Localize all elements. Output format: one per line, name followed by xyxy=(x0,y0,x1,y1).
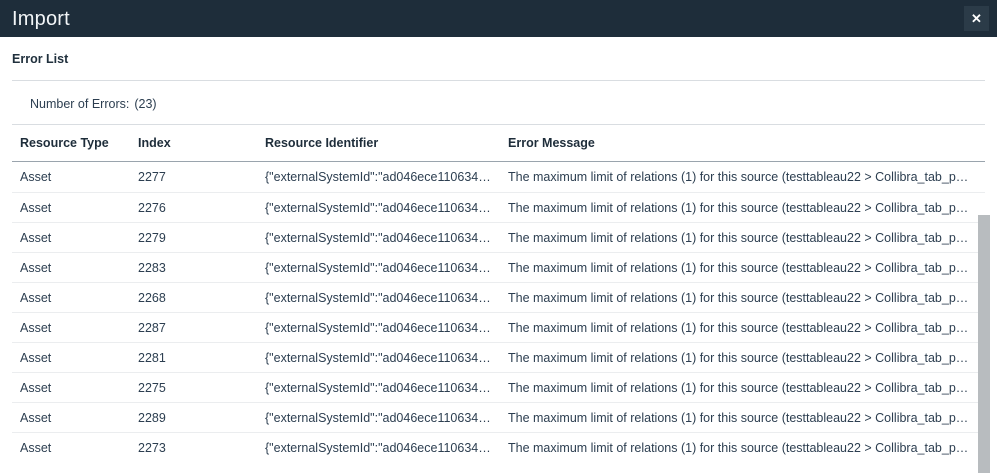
table-scrollbar-thumb[interactable] xyxy=(978,215,990,473)
divider-under-table-header xyxy=(12,161,985,162)
cell-resource-type: Asset xyxy=(20,170,52,184)
cell-resource-identifier: {"externalSystemId":"ad046ece110634… xyxy=(265,170,491,184)
column-header-resource-type[interactable]: Resource Type xyxy=(20,136,109,150)
cell-index: 2273 xyxy=(138,440,166,455)
cell-index: 2289 xyxy=(138,410,166,425)
table-row[interactable]: Asset 2281 {"externalSystemId":"ad046ece11… xyxy=(12,342,985,372)
cell-resource-type: Asset xyxy=(20,230,52,245)
cell-resource-type: Asset xyxy=(20,410,52,425)
cell-error-message: The maximum limit of relations (1) for t… xyxy=(508,410,969,425)
modal-body: Error List Number of Errors: (23) Resourc… xyxy=(0,37,997,473)
error-count-line: Number of Errors: (23) xyxy=(0,81,997,111)
divider-above-table xyxy=(12,124,985,125)
table-row[interactable]: Asset 2275 {"externalSystemId":"ad046ece11… xyxy=(12,372,985,402)
cell-index: 2279 xyxy=(138,230,166,245)
table-row[interactable]: Asset 2276 {"externalSystemId":"ad046ece11… xyxy=(12,192,985,222)
cell-error-message: The maximum limit of relations (1) for t… xyxy=(508,350,969,365)
cell-error-message: The maximum limit of relations (1) for t… xyxy=(508,440,969,455)
cell-error-message: The maximum limit of relations (1) for t… xyxy=(508,380,969,395)
cell-error-message: The maximum limit of relations (1) for t… xyxy=(508,170,969,184)
modal-title: Import xyxy=(12,7,70,30)
modal-title-bar: Import ✕ xyxy=(0,0,997,37)
table-row[interactable]: Asset 2268 {"externalSystemId":"ad046ece11… xyxy=(12,282,985,312)
cell-error-message: The maximum limit of relations (1) for t… xyxy=(508,230,969,245)
cell-resource-identifier: {"externalSystemId":"ad046ece110634… xyxy=(265,200,491,215)
cell-index: 2281 xyxy=(138,350,166,365)
cell-resource-identifier: {"externalSystemId":"ad046ece110634… xyxy=(265,230,491,245)
cell-resource-type: Asset xyxy=(20,200,52,215)
cell-index: 2276 xyxy=(138,200,166,215)
cell-index: 2268 xyxy=(138,290,166,305)
cell-resource-identifier: {"externalSystemId":"ad046ece110634… xyxy=(265,290,491,305)
cell-resource-identifier: {"externalSystemId":"ad046ece110634… xyxy=(265,350,491,365)
cell-resource-type: Asset xyxy=(20,290,52,305)
cell-index: 2287 xyxy=(138,320,166,335)
error-list-heading: Error List xyxy=(12,52,69,66)
error-table-body: Asset 2277 {"externalSystemId":"ad046ece11… xyxy=(12,162,985,462)
cell-index: 2275 xyxy=(138,380,166,395)
error-table: Resource Type Index Resource Identifier … xyxy=(12,125,985,161)
table-row[interactable]: Asset 2273 {"externalSystemId":"ad046ece11… xyxy=(12,432,985,462)
error-count-value: (23) xyxy=(134,96,157,111)
cell-resource-identifier: {"externalSystemId":"ad046ece110634… xyxy=(265,260,491,275)
cell-resource-type: Asset xyxy=(20,380,52,395)
cell-index: 2277 xyxy=(138,170,166,184)
cell-resource-identifier: {"externalSystemId":"ad046ece110634… xyxy=(265,410,491,425)
cell-resource-identifier: {"externalSystemId":"ad046ece110634… xyxy=(265,440,491,455)
cell-resource-identifier: {"externalSystemId":"ad046ece110634… xyxy=(265,380,491,395)
table-row[interactable]: Asset 2277 {"externalSystemId":"ad046ece11… xyxy=(12,162,985,192)
cell-resource-type: Asset xyxy=(20,440,52,455)
error-count-label: Number of Errors: xyxy=(30,96,130,111)
cell-error-message: The maximum limit of relations (1) for t… xyxy=(508,320,969,335)
column-header-error-message[interactable]: Error Message xyxy=(508,136,595,150)
cell-error-message: The maximum limit of relations (1) for t… xyxy=(508,260,969,275)
cell-resource-type: Asset xyxy=(20,260,52,275)
column-header-index[interactable]: Index xyxy=(138,136,171,150)
close-button[interactable]: ✕ xyxy=(964,6,989,31)
table-row[interactable]: Asset 2279 {"externalSystemId":"ad046ece11… xyxy=(12,222,985,252)
table-header-row: Resource Type Index Resource Identifier … xyxy=(12,125,985,161)
cell-error-message: The maximum limit of relations (1) for t… xyxy=(508,290,969,305)
cell-index: 2283 xyxy=(138,260,166,275)
divider-under-heading xyxy=(12,79,985,81)
table-row[interactable]: Asset 2289 {"externalSystemId":"ad046ece11… xyxy=(12,402,985,432)
table-scrollbar[interactable] xyxy=(978,215,990,473)
table-row[interactable]: Asset 2283 {"externalSystemId":"ad046ece11… xyxy=(12,252,985,282)
cell-resource-identifier: {"externalSystemId":"ad046ece110634… xyxy=(265,320,491,335)
cell-error-message: The maximum limit of relations (1) for t… xyxy=(508,200,969,215)
cell-resource-type: Asset xyxy=(20,320,52,335)
column-header-resource-identifier[interactable]: Resource Identifier xyxy=(265,136,379,150)
cell-resource-type: Asset xyxy=(20,350,52,365)
table-row[interactable]: Asset 2287 {"externalSystemId":"ad046ece11… xyxy=(12,312,985,342)
close-icon: ✕ xyxy=(971,11,982,26)
